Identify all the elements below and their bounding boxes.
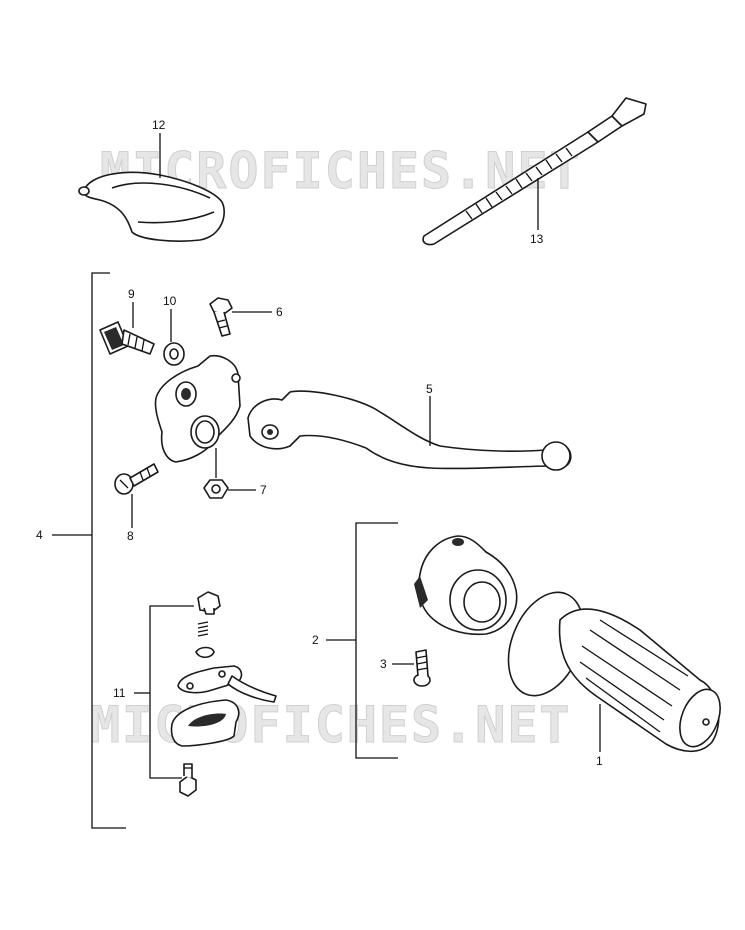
callout-3: 3: [380, 657, 387, 671]
bracket-11: [149, 605, 194, 779]
watermark-bottom: MICROFICHES.NET: [90, 696, 572, 754]
callout-8: 8: [127, 529, 134, 543]
part-7-nut: [203, 479, 229, 499]
part-12-lever-cover: [78, 171, 225, 242]
part-9-adjuster-bolt: [99, 321, 155, 355]
part-1-handle-grip: [507, 591, 721, 753]
part-10-lock-nut: [163, 342, 185, 366]
throttle-housing: [414, 535, 518, 636]
callout-7: 7: [260, 483, 267, 497]
bracket-4: [91, 272, 126, 829]
callout-6: 6: [276, 305, 283, 319]
part-5-lever: [247, 390, 572, 471]
lever-holder: [154, 354, 241, 463]
strap-ridges: [465, 147, 573, 220]
callout-11: 11: [113, 686, 126, 700]
part-3-screw: [413, 649, 431, 687]
callout-4: 4: [36, 528, 43, 542]
callout-12: 12: [152, 118, 166, 132]
part-11-switch-assembly: [170, 591, 277, 797]
callout-2: 2: [312, 633, 319, 647]
callout-1: 1: [596, 754, 603, 768]
callout-10: 10: [163, 294, 177, 308]
part-8-pivot-bolt: [114, 463, 159, 495]
callout-13: 13: [530, 232, 544, 246]
callout-5: 5: [426, 382, 433, 396]
callout-9: 9: [128, 287, 135, 301]
part-6-screw: [209, 297, 233, 337]
part-13-cable-tie: [422, 97, 647, 246]
